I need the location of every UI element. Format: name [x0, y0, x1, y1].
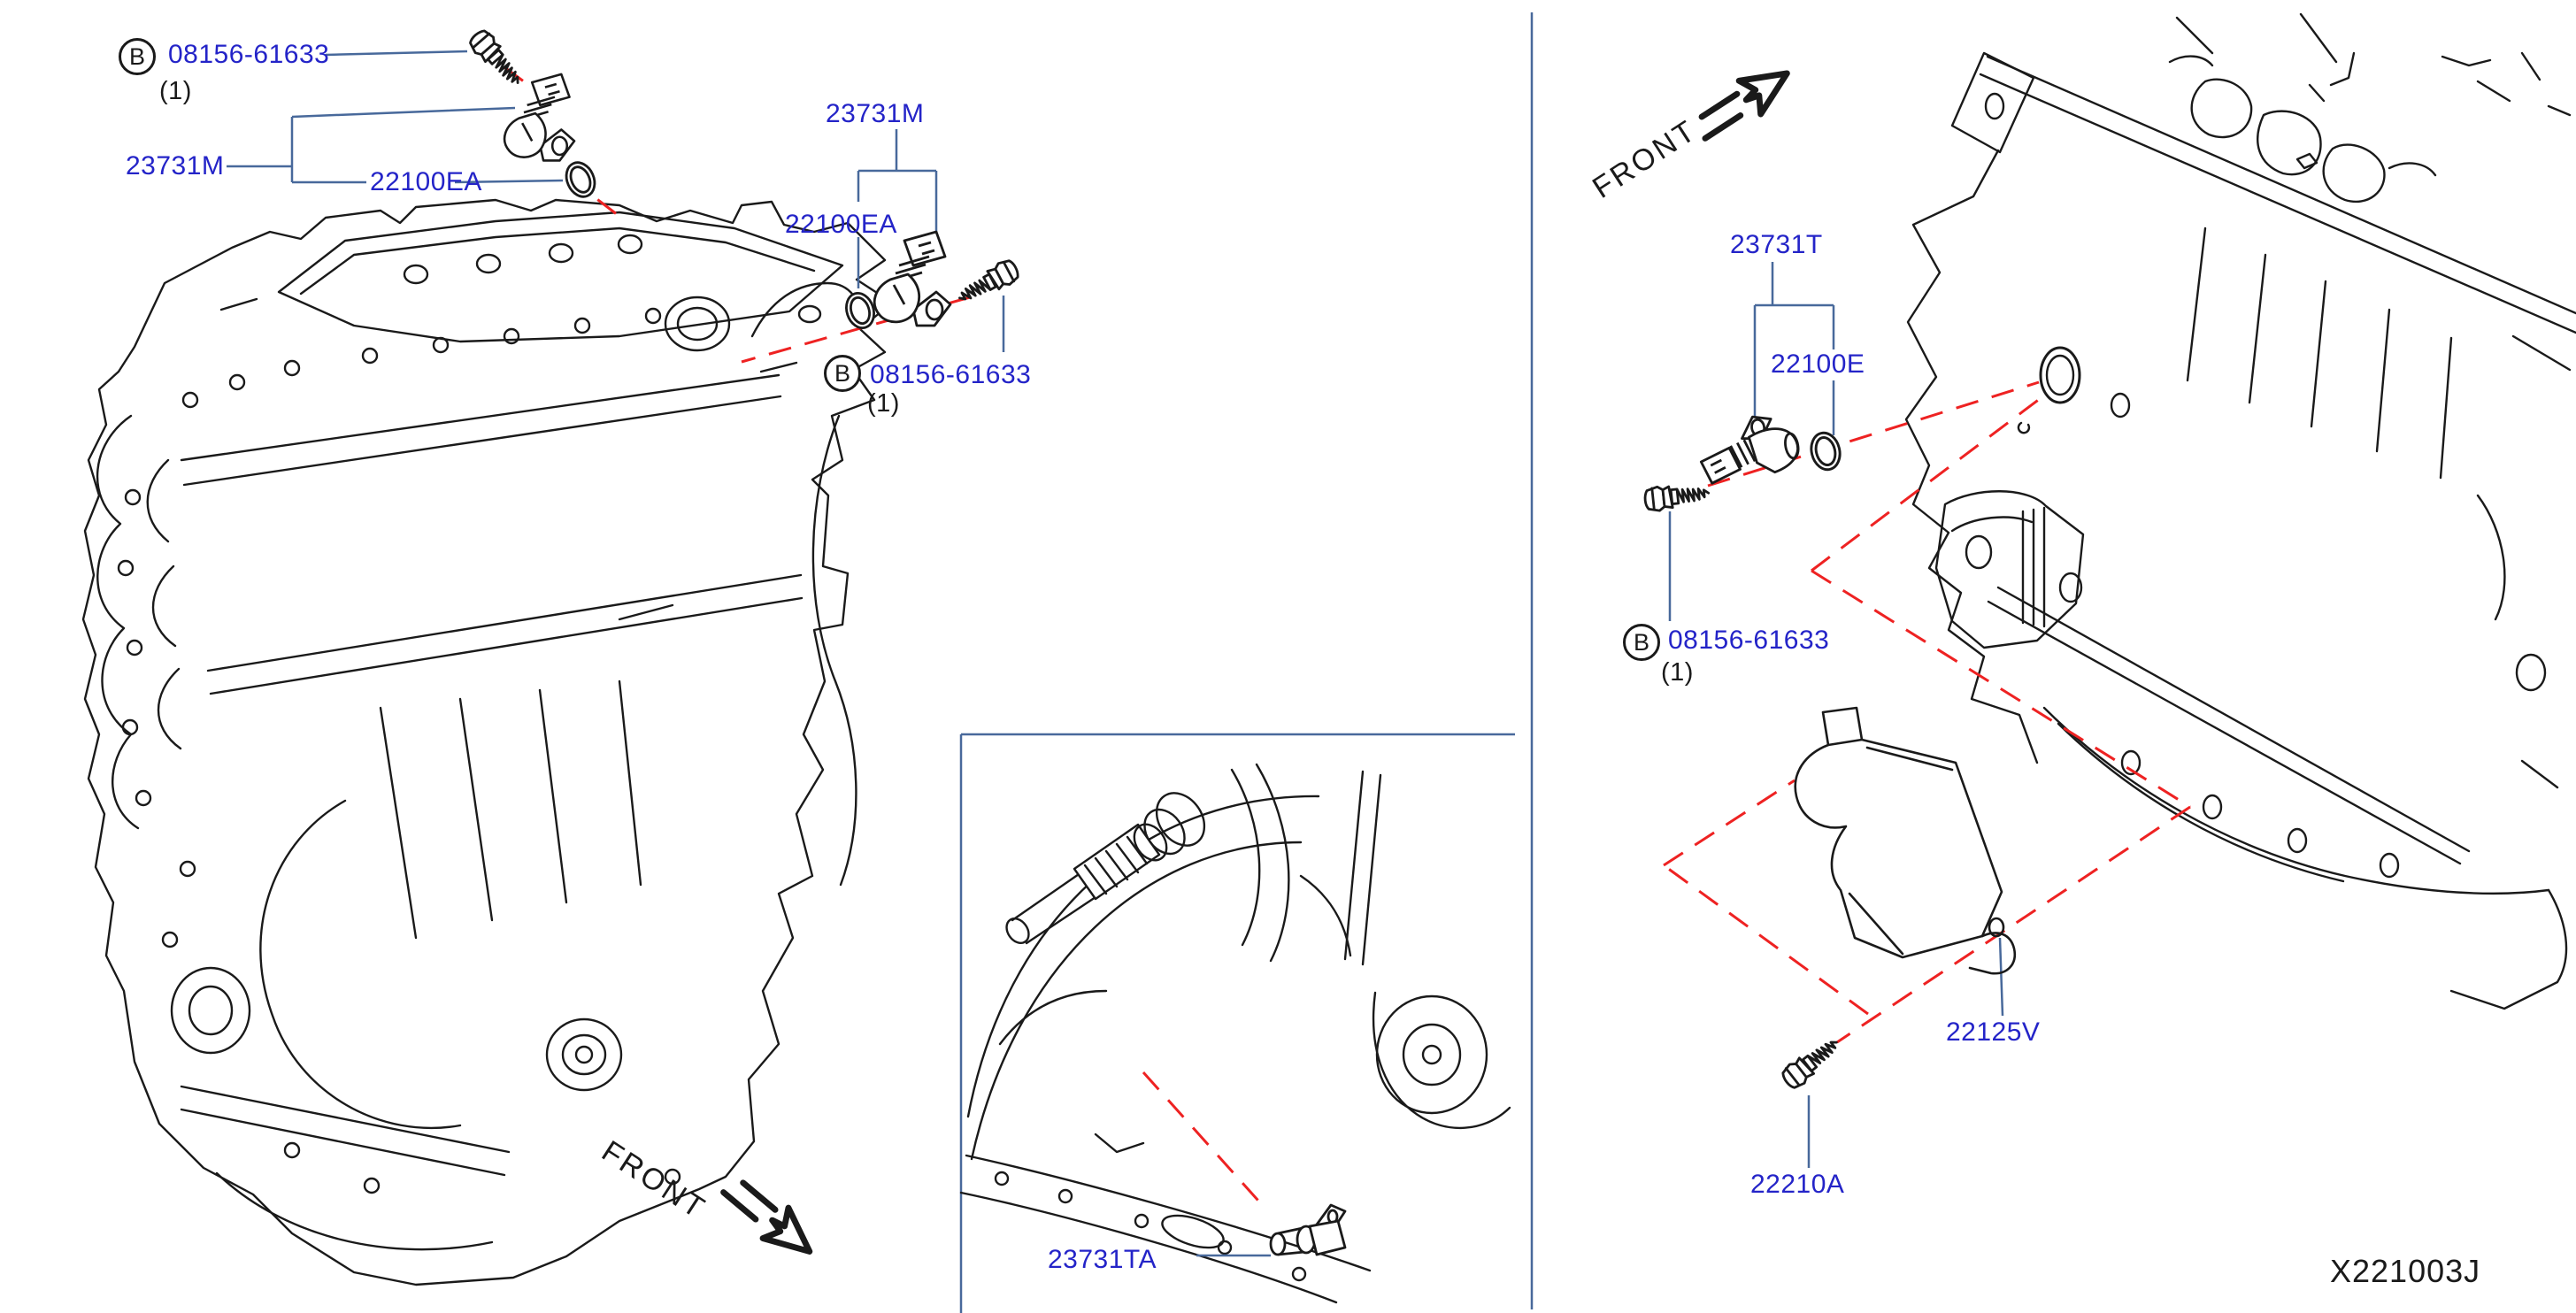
label-23731M-center: 23731M: [826, 99, 925, 128]
left-engine-drawing: [81, 198, 894, 1286]
bolt-ref-badge-left: B: [119, 38, 156, 75]
leader-lines: [227, 50, 2004, 1257]
center-mount-bolt: [952, 256, 1023, 310]
label-23731T-right: 23731T: [1730, 230, 1823, 259]
left-sensor-cluster: [465, 26, 602, 203]
transmission-inset-drawing: [959, 763, 1511, 1304]
label-22125V-right: 22125V: [1946, 1017, 2041, 1047]
bolt-ref-qty-right: (1): [1661, 658, 1694, 687]
label-22100EA-center: 22100EA: [785, 210, 897, 239]
front-arrow-icon-right: [1689, 57, 1798, 147]
bolt-ref-partno-center: 08156-61633: [870, 360, 1032, 389]
label-23731TA-inset: 23731TA: [1048, 1245, 1157, 1274]
left-camshaft-sensor: [503, 73, 576, 162]
left-mount-bolt: [465, 26, 528, 93]
cover-bolt: [1778, 1032, 1846, 1093]
bolt-ref-partno-left: 08156-61633: [168, 40, 330, 69]
left-oring: [559, 157, 602, 203]
right-engine-drawing: [1904, 12, 2576, 1010]
right-oring: [1806, 428, 1845, 474]
right-mount-bolt: [1642, 480, 1711, 514]
label-22100E-right: 22100E: [1771, 349, 1865, 379]
bolt-ref-qty-left: (1): [159, 77, 192, 105]
label-23731M-left: 23731M: [126, 151, 225, 180]
bolt-ref-badge-center: B: [824, 355, 861, 392]
sensor-cover-part: [1794, 706, 2017, 975]
inset-box-border: [959, 733, 1515, 1313]
diagram-code: X221003J: [2330, 1253, 2481, 1289]
bolt-ref-partno-right: 08156-61633: [1668, 626, 1830, 655]
right-sensor-cluster: [1642, 408, 1845, 514]
bolt-ref-badge-right: B: [1623, 624, 1660, 661]
front-arrow-icon-left: [717, 1170, 822, 1267]
label-22100EA-left: 22100EA: [370, 167, 482, 196]
install-dashed-lines: [504, 65, 2191, 1210]
center-sensor-cluster: [841, 230, 1023, 334]
label-22210A-right: 22210A: [1750, 1170, 1845, 1199]
inset-crank-sensor: [1269, 1203, 1347, 1256]
bolt-ref-qty-center: (1): [867, 389, 900, 418]
center-camshaft-sensor: [873, 230, 952, 327]
center-oring: [841, 288, 880, 334]
